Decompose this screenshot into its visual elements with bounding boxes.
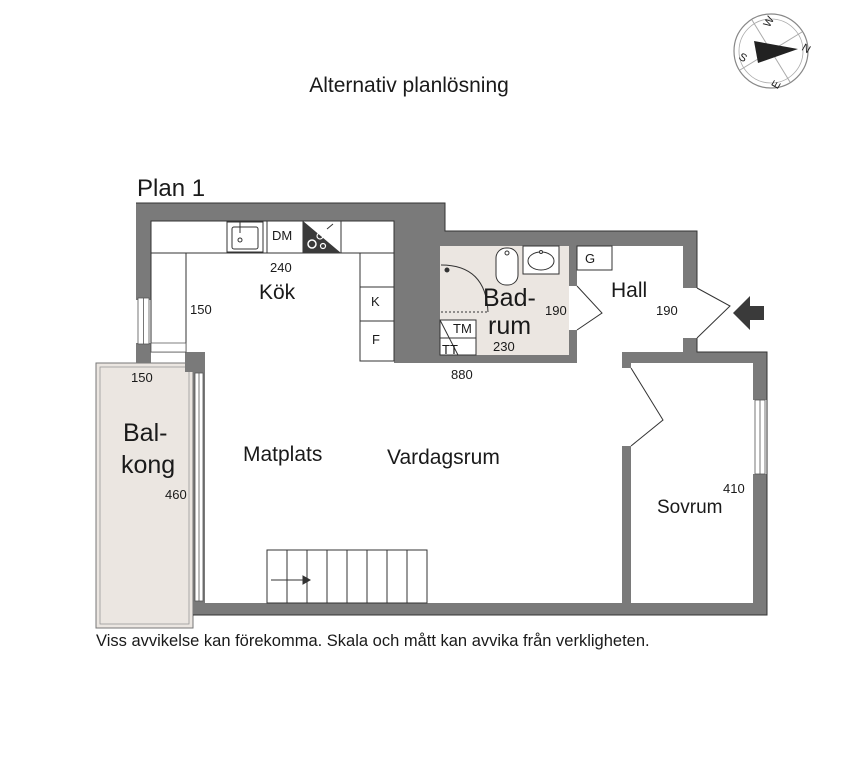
stove-icon bbox=[302, 220, 342, 254]
dim-total-width: 880 bbox=[451, 367, 473, 382]
dim-kitchen-width: 240 bbox=[270, 260, 292, 275]
dishwasher-label: DM bbox=[272, 228, 293, 243]
dim-hall-depth: 190 bbox=[656, 303, 678, 318]
fridge-box bbox=[359, 286, 395, 322]
staircase bbox=[266, 549, 428, 604]
room-balcony-line2: kong bbox=[121, 451, 176, 479]
plan-label: Plan 1 bbox=[137, 175, 206, 202]
wardrobe-label: G bbox=[585, 251, 596, 266]
compass-icon bbox=[733, 13, 809, 89]
balcony-door[interactable] bbox=[150, 342, 187, 353]
shower-icon bbox=[440, 264, 489, 313]
dryer-label: TT bbox=[442, 342, 458, 357]
room-dining: Matplats bbox=[243, 443, 323, 466]
room-bathroom-line2: rum bbox=[488, 312, 532, 340]
freezer-label: F bbox=[372, 332, 380, 347]
dim-kitchen-depth: 150 bbox=[190, 302, 212, 317]
freezer-box bbox=[359, 320, 395, 362]
dishwasher-box bbox=[266, 220, 304, 254]
dim-bath-width: 230 bbox=[493, 339, 515, 354]
walls bbox=[136, 203, 767, 615]
room-living: Vardagsrum bbox=[387, 446, 500, 469]
dim-balcony-length: 460 bbox=[165, 487, 187, 502]
stair-arrow-icon bbox=[302, 575, 312, 585]
washer-label: TM bbox=[453, 321, 472, 336]
sink-icon bbox=[226, 221, 264, 253]
room-hall: Hall bbox=[611, 279, 648, 302]
dim-bedroom-length: 410 bbox=[723, 481, 745, 496]
room-bedroom: Sovrum bbox=[657, 497, 723, 518]
disclaimer: Viss avvikelse kan förekomma. Skala och … bbox=[96, 632, 650, 650]
page-title: Alternativ planlösning bbox=[309, 74, 509, 97]
entrance-arrow-icon bbox=[733, 296, 764, 330]
fridge-label: K bbox=[371, 294, 380, 309]
washer-dryer-box bbox=[439, 319, 477, 356]
balcony-floor bbox=[95, 362, 194, 629]
toilet-icon bbox=[495, 247, 519, 286]
bedroom-door[interactable] bbox=[630, 367, 664, 447]
room-balcony-line1: Bal- bbox=[123, 419, 168, 447]
room-bathroom-line1: Bad- bbox=[483, 284, 536, 312]
windows bbox=[137, 297, 766, 602]
wardrobe-box bbox=[576, 245, 613, 271]
entrance-door[interactable] bbox=[696, 287, 731, 339]
washbasin-icon bbox=[522, 245, 560, 275]
room-kitchen: Kök bbox=[259, 281, 296, 304]
dim-balcony-width: 150 bbox=[131, 370, 153, 385]
bathroom-door[interactable] bbox=[576, 285, 603, 331]
dim-bath-depth: 190 bbox=[545, 303, 567, 318]
